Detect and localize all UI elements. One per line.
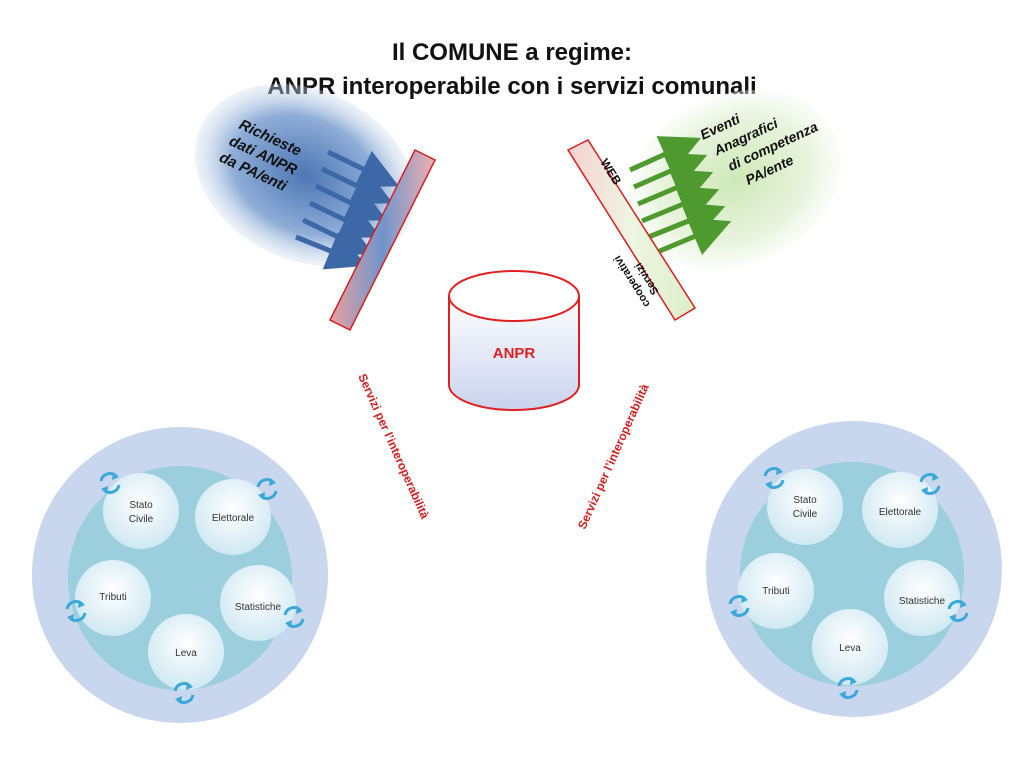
service-tributi[interactable]: Tributi <box>75 560 151 636</box>
service-statistiche-label: Statistiche <box>235 602 282 613</box>
service-stato-civile[interactable]: Stato Civile <box>767 469 843 545</box>
service-tributi[interactable]: Tributi <box>738 553 814 629</box>
service-statistiche[interactable]: Statistiche <box>220 565 296 641</box>
request-gateway-bar <box>328 148 437 332</box>
anpr-database: ANPR <box>448 270 580 411</box>
title-line-1: Il COMUNE a regime: <box>391 39 633 66</box>
service-tributi-label: Tributi <box>99 592 126 603</box>
service-elettorale[interactable]: Elettorale <box>195 479 271 555</box>
service-stato-civile-label-2: Civile <box>793 509 818 520</box>
service-stato-civile-label-1: Stato <box>793 495 817 506</box>
service-statistiche-label: Statistiche <box>899 596 946 607</box>
interop-label-right: Servizi per l’interoperabilità <box>575 381 652 531</box>
service-leva[interactable]: Leva <box>812 609 888 685</box>
anpr-label: ANPR <box>493 345 536 362</box>
service-leva-label: Leva <box>839 643 861 654</box>
service-stato-civile[interactable]: Stato Civile <box>103 473 179 549</box>
service-elettorale-label: Elettorale <box>879 507 922 518</box>
service-leva-label: Leva <box>175 648 197 659</box>
interop-label-left: Servizi per l’interoperabilità <box>355 372 432 522</box>
service-leva[interactable]: Leva <box>148 614 224 690</box>
comune-right: Stato Civile Elettorale Tributi Statisti… <box>706 421 1002 717</box>
interop-left-text: Servizi per l’interoperabilità <box>355 372 432 522</box>
service-stato-civile-label-2: Civile <box>129 514 154 525</box>
title-line-2: ANPR interoperabile con i servizi comuna… <box>267 73 757 100</box>
requests-arrows <box>295 149 400 270</box>
interop-right-text: Servizi per l’interoperabilità <box>575 381 652 531</box>
service-elettorale[interactable]: Elettorale <box>862 472 938 548</box>
service-elettorale-label: Elettorale <box>212 513 255 524</box>
service-tributi-label: Tributi <box>762 586 789 597</box>
service-stato-civile-label-1: Stato <box>129 500 153 511</box>
comune-left: Stato Civile Elettorale Tributi Statisti… <box>32 427 328 723</box>
service-statistiche[interactable]: Statistiche <box>884 560 960 636</box>
events-arrows <box>628 136 732 258</box>
